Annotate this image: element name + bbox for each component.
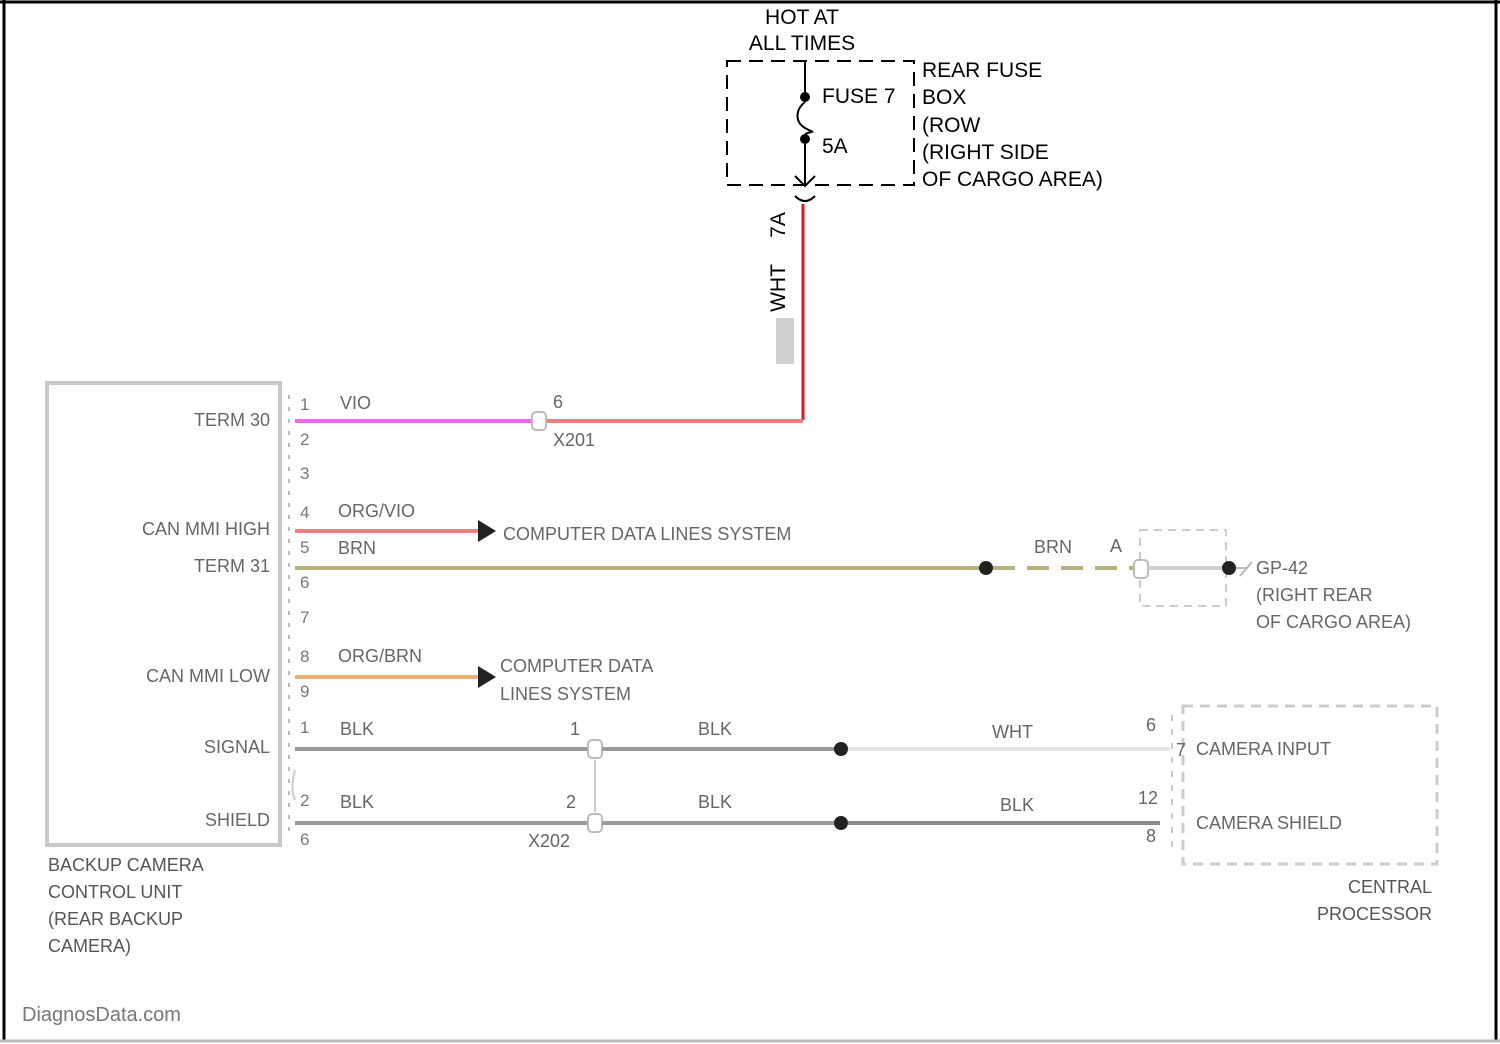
processor-pin-7: 7 bbox=[1176, 740, 1186, 760]
connector-x201-pin: 6 bbox=[553, 392, 563, 412]
ground-ref-line2: (RIGHT REAR bbox=[1256, 585, 1373, 605]
connector-x201 bbox=[532, 412, 546, 430]
connector-x202-label: X202 bbox=[528, 831, 570, 851]
pin-number: 6 bbox=[300, 573, 309, 592]
backup-camera-module-box bbox=[47, 383, 280, 845]
module-name-line1: BACKUP CAMERA bbox=[48, 855, 204, 875]
fuse-box-outline bbox=[727, 61, 914, 185]
pin-7a-label: 7A bbox=[767, 212, 790, 238]
hot-label-line2: ALL TIMES bbox=[749, 32, 855, 55]
pin-label-signal: SIGNAL bbox=[204, 737, 270, 757]
module-name-line4: CAMERA) bbox=[48, 936, 131, 956]
fuse-terminal-bottom bbox=[800, 134, 810, 144]
pin-label-shield: SHIELD bbox=[205, 810, 270, 830]
ground-connector bbox=[1134, 560, 1148, 578]
term31-splice bbox=[979, 561, 993, 575]
fuse-element-icon bbox=[798, 102, 813, 134]
fuse-box-line4: (RIGHT SIDE bbox=[922, 141, 1049, 164]
ground-ref-line3: OF CARGO AREA) bbox=[1256, 612, 1411, 632]
pin-number: 1 bbox=[300, 718, 309, 737]
ground-symbol-icon bbox=[1236, 562, 1252, 576]
wire-label-blk: BLK bbox=[340, 792, 374, 812]
wire-wht-label: WHT bbox=[767, 264, 790, 312]
module-name-line3: (REAR BACKUP bbox=[48, 909, 183, 929]
wire-label-blk: BLK bbox=[1000, 795, 1034, 815]
processor-name-line1: CENTRAL bbox=[1348, 877, 1432, 897]
module-name-line2: CONTROL UNIT bbox=[48, 882, 182, 902]
wire-label-blk: BLK bbox=[698, 792, 732, 812]
wire-label-vio: VIO bbox=[340, 393, 371, 413]
wire-label-brn: BRN bbox=[338, 538, 376, 558]
pin-number: 3 bbox=[300, 464, 309, 483]
ground-point bbox=[1222, 561, 1236, 575]
pin-number: 6 bbox=[300, 830, 309, 849]
processor-pin-6: 6 bbox=[1146, 715, 1156, 735]
processor-pin-8: 8 bbox=[1146, 826, 1156, 846]
pin-number: 2 bbox=[300, 791, 309, 810]
pin-number: 9 bbox=[300, 682, 309, 701]
signal-splice bbox=[834, 742, 848, 756]
pin-number: 4 bbox=[300, 503, 309, 522]
wire-label-brn: BRN bbox=[1034, 537, 1072, 557]
wire-label-blk: BLK bbox=[698, 719, 732, 739]
connector-x202-signal bbox=[588, 740, 602, 758]
ground-ref-line1: GP-42 bbox=[1256, 558, 1308, 578]
pin-label-can-low: CAN MMI LOW bbox=[146, 666, 270, 686]
pin-number: 2 bbox=[300, 430, 309, 449]
can-low-arrow-icon bbox=[478, 666, 496, 688]
fuse-box-line5: OF CARGO AREA) bbox=[922, 168, 1103, 191]
shield-connector-pin: 2 bbox=[566, 792, 576, 812]
processor-camera-shield: CAMERA SHIELD bbox=[1196, 813, 1342, 833]
can-low-ref-line2: LINES SYSTEM bbox=[500, 684, 631, 704]
connector-x202-shield bbox=[588, 814, 602, 832]
wire-label-wht: WHT bbox=[992, 722, 1033, 742]
fuse-label: FUSE 7 bbox=[822, 85, 896, 108]
pin-label-term30: TERM 30 bbox=[194, 410, 270, 430]
fuse-box-line3: (ROW bbox=[922, 114, 980, 137]
pin-label-can-high: CAN MMI HIGH bbox=[142, 519, 270, 539]
wire-color-swatch bbox=[776, 318, 794, 364]
connector-x201-label: X201 bbox=[553, 430, 595, 450]
pin-number: 1 bbox=[300, 395, 309, 414]
wire-label-org-vio: ORG/VIO bbox=[338, 501, 415, 521]
hot-label-line1: HOT AT bbox=[765, 6, 839, 29]
fuse-box-line1: REAR FUSE bbox=[922, 59, 1042, 82]
pin-number: 5 bbox=[300, 538, 309, 557]
shield-drain-line bbox=[293, 760, 596, 812]
watermark: DiagnosData.com bbox=[22, 1004, 181, 1026]
connector-a-label: A bbox=[1110, 536, 1122, 556]
fuse-terminal-top bbox=[800, 92, 810, 102]
shield-splice bbox=[834, 816, 848, 830]
wire-label-org-brn: ORG/BRN bbox=[338, 646, 422, 666]
connector-socket-icon bbox=[795, 196, 815, 201]
pin-number: 8 bbox=[300, 647, 309, 666]
processor-camera-input: CAMERA INPUT bbox=[1196, 739, 1331, 759]
fuse-rating: 5A bbox=[822, 135, 848, 158]
signal-connector-pin: 1 bbox=[570, 719, 580, 739]
fuse-box-line2: BOX bbox=[922, 86, 966, 109]
can-high-ref: COMPUTER DATA LINES SYSTEM bbox=[503, 524, 791, 544]
wire-label-blk: BLK bbox=[340, 719, 374, 739]
processor-name-line2: PROCESSOR bbox=[1317, 904, 1432, 924]
pin-label-term31: TERM 31 bbox=[194, 556, 270, 576]
can-low-ref-line1: COMPUTER DATA bbox=[500, 656, 653, 676]
pin-number: 7 bbox=[300, 608, 309, 627]
processor-pin-12: 12 bbox=[1138, 788, 1158, 808]
can-high-arrow-icon bbox=[478, 520, 496, 542]
central-processor-box bbox=[1183, 706, 1437, 864]
